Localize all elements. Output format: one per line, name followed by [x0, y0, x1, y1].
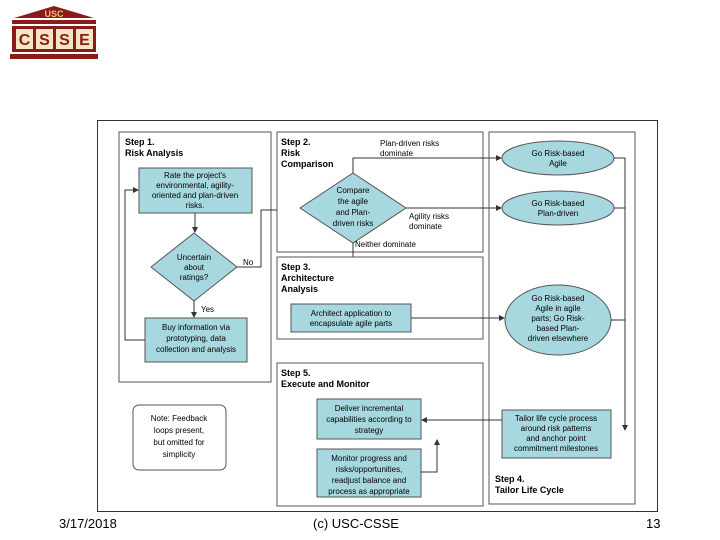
- svg-text:environmental, agility-: environmental, agility-: [156, 181, 234, 190]
- agility-dominate-label: Agility risks: [409, 212, 449, 221]
- svg-text:Deliver incremental: Deliver incremental: [335, 404, 404, 413]
- svg-text:the agile: the agile: [338, 197, 369, 206]
- svg-text:S: S: [59, 32, 70, 49]
- svg-text:Execute and Monitor: Execute and Monitor: [281, 379, 370, 389]
- neither-dominate-label: Neither dominate: [355, 240, 416, 249]
- go-risk-based-plan-driven: [501, 190, 615, 226]
- usc-csse-logo: USC C S S E: [10, 6, 98, 59]
- step2-title: Step 2.: [281, 137, 311, 147]
- svg-text:readjust balance and: readjust balance and: [332, 476, 406, 485]
- svg-text:but omitted for: but omitted for: [153, 438, 204, 447]
- svg-text:and anchor point: and anchor point: [526, 434, 586, 443]
- svg-text:driven risks: driven risks: [333, 219, 373, 228]
- step4-panel: [488, 131, 636, 505]
- svg-text:dominate: dominate: [380, 149, 413, 158]
- footer-copyright: (c) USC-CSSE: [313, 516, 399, 531]
- step3-title: Step 3.: [281, 262, 311, 272]
- svg-text:Plan-driven: Plan-driven: [538, 209, 578, 218]
- svg-text:Agile in agile: Agile in agile: [535, 304, 581, 313]
- buy-information-box: [144, 317, 248, 363]
- svg-text:dominate: dominate: [409, 222, 442, 231]
- svg-text:prototyping, data: prototyping, data: [166, 334, 226, 343]
- svg-text:Agile: Agile: [549, 159, 567, 168]
- feedback-note: [132, 404, 227, 471]
- svg-text:E: E: [79, 32, 90, 49]
- svg-text:C: C: [19, 32, 31, 49]
- no-label: No: [243, 258, 254, 267]
- step4-title: Step 4.: [495, 474, 525, 484]
- svg-text:Comparison: Comparison: [281, 159, 334, 169]
- svg-text:risks/opportunities,: risks/opportunities,: [336, 465, 403, 474]
- svg-text:strategy: strategy: [355, 426, 383, 435]
- svg-text:oriented and plan-driven: oriented and plan-driven: [152, 191, 238, 200]
- svg-text:simplicity: simplicity: [163, 450, 195, 459]
- svg-text:about: about: [184, 263, 205, 272]
- tailor-life-cycle-box: [501, 409, 612, 459]
- risk-based-process-diagram: Step 1. Risk Analysis Rate the project's…: [97, 120, 658, 512]
- svg-text:Buy information via: Buy information via: [162, 323, 231, 332]
- svg-text:capabilities according to: capabilities according to: [326, 415, 412, 424]
- svg-text:risks.: risks.: [186, 201, 205, 210]
- svg-text:Note: Feedback: Note: Feedback: [151, 414, 208, 423]
- svg-text:Architect application to: Architect application to: [311, 309, 392, 318]
- svg-text:Compare: Compare: [337, 186, 370, 195]
- svg-text:Tailor Life Cycle: Tailor Life Cycle: [495, 485, 564, 495]
- svg-text:Risk: Risk: [281, 148, 301, 158]
- svg-text:and Plan-: and Plan-: [336, 208, 371, 217]
- svg-text:encapsulate agile parts: encapsulate agile parts: [310, 319, 392, 328]
- logo-letters: C S S E: [16, 29, 93, 49]
- svg-text:Uncertain: Uncertain: [177, 253, 211, 262]
- svg-text:Tailor life cycle process: Tailor life cycle process: [515, 414, 597, 423]
- deliver-capabilities-box: [316, 398, 422, 440]
- svg-text:Go Risk-based: Go Risk-based: [532, 294, 585, 303]
- svg-text:based Plan-: based Plan-: [537, 324, 580, 333]
- svg-text:driven elsewhere: driven elsewhere: [528, 334, 589, 343]
- svg-text:collection and analysis: collection and analysis: [156, 345, 236, 354]
- svg-text:ratings?: ratings?: [180, 273, 209, 282]
- step5-title: Step 5.: [281, 368, 311, 378]
- svg-text:commitment milestones: commitment milestones: [514, 444, 598, 453]
- yes-label: Yes: [201, 305, 214, 314]
- go-risk-based-agile: [501, 140, 615, 176]
- plan-driven-dominate-label: Plan-driven risks: [380, 139, 439, 148]
- svg-text:process as appropriate: process as appropriate: [328, 487, 410, 496]
- svg-text:Analysis: Analysis: [281, 284, 318, 294]
- svg-text:S: S: [39, 32, 50, 49]
- logo-top-text: USC: [44, 9, 64, 19]
- step1-title: Step 1.: [125, 137, 155, 147]
- monitor-progress-box: [316, 448, 422, 498]
- svg-text:Go Risk-based: Go Risk-based: [532, 149, 585, 158]
- svg-text:parts; Go Risk-: parts; Go Risk-: [531, 314, 585, 323]
- svg-text:Risk Analysis: Risk Analysis: [125, 148, 183, 158]
- svg-text:Architecture: Architecture: [281, 273, 334, 283]
- footer-page-number: 13: [646, 516, 661, 531]
- svg-text:Monitor progress and: Monitor progress and: [331, 454, 407, 463]
- svg-text:Rate the project's: Rate the project's: [164, 171, 226, 180]
- svg-text:loops present,: loops present,: [154, 426, 204, 435]
- svg-text:around risk patterns: around risk patterns: [521, 424, 592, 433]
- svg-text:Go Risk-based: Go Risk-based: [532, 199, 585, 208]
- footer-date: 3/17/2018: [59, 516, 117, 531]
